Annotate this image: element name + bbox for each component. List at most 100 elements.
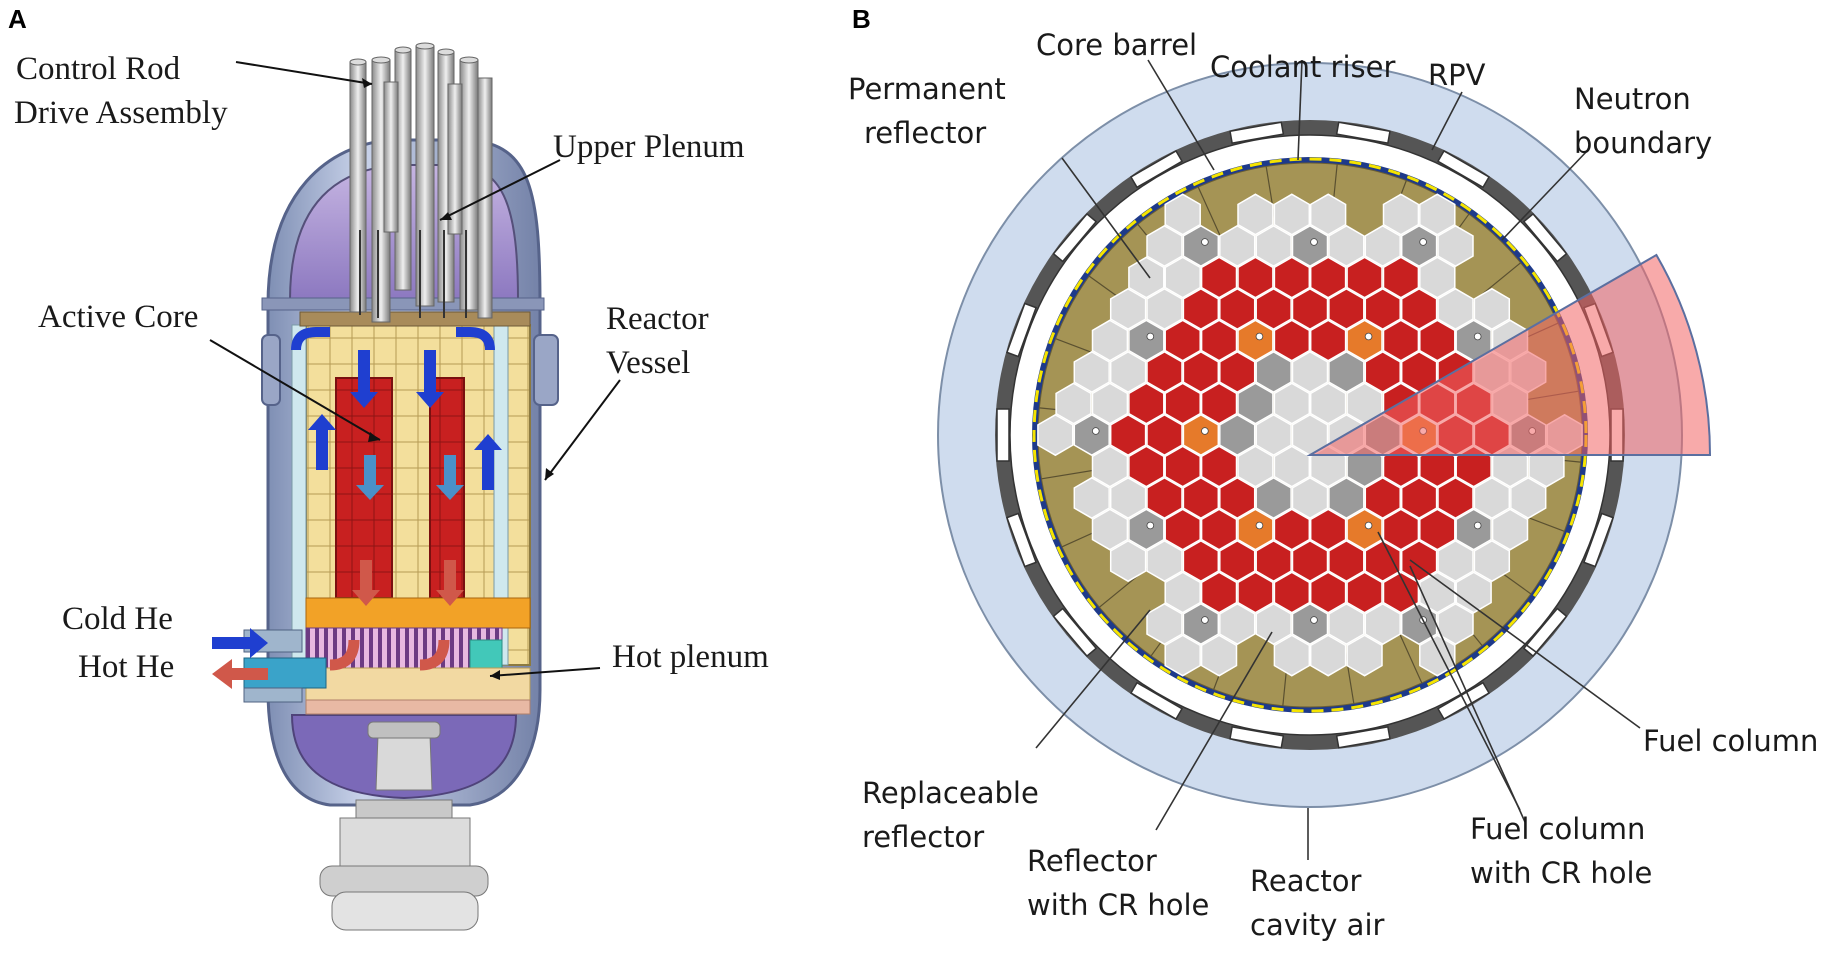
control-rod-hole [1146,521,1155,530]
core-hex-block [1364,476,1401,520]
core-hex-block [1237,445,1274,488]
core-hex-block [1437,224,1474,268]
core-hex-block [1164,445,1201,488]
coolant-riser-channel [1436,149,1491,189]
core-hex-block [1146,350,1183,394]
core-hex-block [1364,350,1401,394]
core-hex-block [1073,476,1110,520]
core-hex-block [1146,476,1183,520]
control-rod-hole [1310,238,1318,246]
control-rod-hole [1364,332,1373,341]
core-hex-block [1437,602,1474,646]
core-hex-block [1400,224,1438,268]
core-hex-block [1273,634,1311,677]
core-hex-block [1237,508,1274,551]
coolant-riser-channel [1129,149,1184,189]
core-hex-block [1237,382,1274,425]
label-replaceable-reflector: reflector [862,820,985,854]
core-hex-block [1037,413,1074,457]
core-hex-block [1291,539,1329,583]
coolant-riser-channel [1229,726,1285,749]
core-hex-block [1164,319,1201,362]
coolant-riser-channel [1229,121,1285,144]
core-hex-block [1219,350,1256,394]
core-hex-block [1291,287,1329,331]
core-hex-block [1273,319,1311,362]
core-hex-block [1346,319,1383,362]
control-rod-hole [1146,332,1155,341]
core-hex-block [1164,571,1201,614]
core-hex-block [1109,476,1147,520]
core-hex-block [1273,508,1311,551]
core-hex-block [1437,287,1474,331]
control-rod-hole [1091,427,1100,435]
core-hex-block [1328,287,1365,331]
core-hex-block [1382,319,1420,362]
core-hex-block [1400,602,1438,646]
core-hex-block [1146,413,1183,457]
core-hex-block [1128,319,1165,362]
label-fuel-column: Fuel column [1643,724,1819,758]
core-hex-block [1200,445,1238,488]
core-hex-block [1128,445,1165,488]
core-hex-block [1455,508,1492,551]
label-reactor: Reactor [606,301,709,337]
control-rod-drives [349,42,493,323]
core-hex-block [1182,539,1220,583]
core-hex-block [1182,602,1220,646]
core-hex-block [1237,256,1274,299]
control-rod-hole [1473,332,1482,341]
core-hex-block [1164,634,1201,677]
core-hex-block [1309,382,1347,425]
core-hex-block [1455,571,1492,614]
core-hex-block [1473,539,1511,583]
label-control-rod-drive-assembly: Drive Assembly [14,95,228,131]
core-hex-block [1200,508,1238,551]
control-rod-hole [1201,238,1209,246]
core-hex-block [1146,287,1183,331]
label-cold-he: Cold He [62,601,173,637]
coolant-riser-channel [1335,726,1391,749]
core-hex-block [1309,193,1347,236]
coolant-riser-channel [1006,302,1038,358]
coolant-riser-channel [1522,607,1568,658]
coolant-riser-channel [996,408,1010,462]
core-hex-block [1164,256,1201,299]
core-hex-block [1255,476,1292,520]
core-hex-block [1382,193,1420,236]
core-hex-block [1182,287,1220,331]
panel-b-leader-lines [1035,59,1641,860]
control-rod-hole [1255,521,1264,530]
control-rod-hole [1201,427,1209,435]
core-hex-block [1400,287,1438,331]
core-hex-block [1219,539,1256,583]
core-hex-blocks [1037,193,1583,677]
core-hex-block [1255,287,1292,331]
core-hex-block [1273,445,1311,488]
core-hex-block [1255,350,1292,394]
core-hex-block [1219,413,1256,457]
core-hex-block [1328,539,1365,583]
core-hex-block [1182,350,1220,394]
core-hex-block [1255,413,1292,457]
core-hex-block [1146,539,1183,583]
label-active-core: Active Core [38,299,199,335]
label-reflector-with-cr-hole: with CR hole [1027,888,1210,922]
core-hex-block [1346,256,1383,299]
panel-b-letter: B [852,4,871,34]
core-hex-block [1182,224,1220,268]
coolant-riser-channel [1522,212,1568,263]
label-replaceable: Replaceable [862,776,1039,810]
core-hex-block [1328,476,1365,520]
core-hex-block [1073,413,1110,457]
core-hex-block [1219,224,1256,268]
core-hex-block [1473,287,1511,331]
core-hex-block [1291,476,1329,520]
core-hex-block [1146,602,1183,646]
core-hex-block [1419,193,1456,236]
label-coolant-riser: Coolant riser [1210,50,1396,84]
core-hex-block [1273,256,1311,299]
core-hex-block [1200,319,1238,362]
core-hex-block [1200,382,1238,425]
